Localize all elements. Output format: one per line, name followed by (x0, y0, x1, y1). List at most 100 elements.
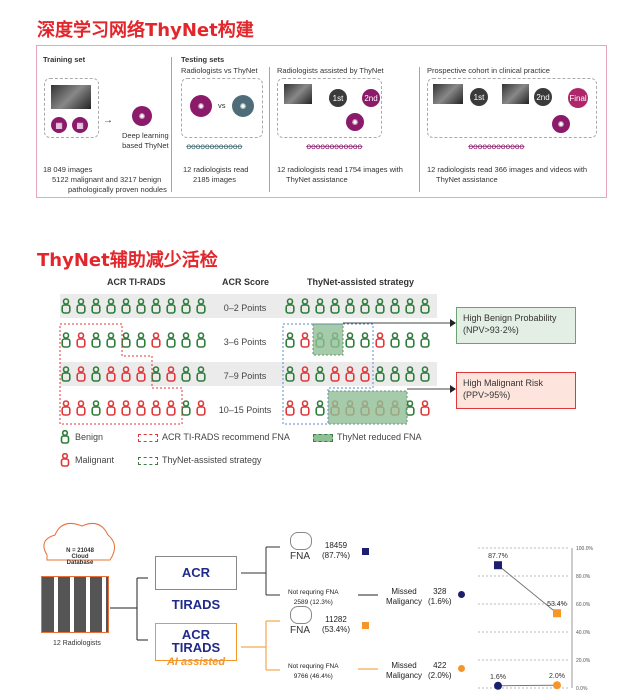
acr-not-req-n: 2589 (12.3%) (293, 599, 333, 606)
benign-person-icon (136, 332, 146, 353)
acr-fna-pct: (87.7%) (322, 551, 351, 560)
malignancy-label: Maligancy (386, 597, 423, 606)
benign-person-icon (285, 366, 295, 387)
ai-missed-marker (458, 665, 465, 672)
fna-rate-point (494, 561, 502, 570)
legend-reduced-swatch (313, 434, 333, 442)
ai-missed-n: 422 (433, 661, 447, 670)
y-tick-label: 60.0% (576, 602, 591, 608)
acr-not-req-label: Not requring FNA (288, 589, 339, 596)
acr-missed-marker (458, 591, 465, 598)
arrow-head (450, 385, 456, 393)
malignant-person-icon (76, 366, 86, 387)
thynet-strategy-region (282, 323, 374, 425)
malignant-person-icon (196, 400, 206, 421)
benign-person-icon (375, 366, 385, 387)
cloud-n: N = 21048 (66, 548, 94, 554)
benign-person-icon (375, 298, 385, 319)
benign-person-icon (360, 332, 370, 353)
benign-person-icon (420, 366, 430, 387)
training-stat-images: 18 049 images (43, 165, 93, 174)
malignant-person-icon (300, 400, 310, 421)
header-thynet-strategy: ThyNet-assisted strategy (307, 277, 415, 287)
ultrasound-stack-image (51, 85, 91, 109)
legend-thynet-strategy: ThyNet-assisted strategy (162, 455, 262, 465)
benign-person-icon (91, 400, 101, 421)
divider (419, 67, 420, 192)
thynet-construction-panel (36, 45, 607, 198)
panel3-title: Prospective cohort in clinical practice (427, 66, 550, 75)
benign-person-icon (196, 366, 206, 387)
panel1-title: Radiologists vs ThyNet (181, 66, 258, 75)
high-benign-box: High Benign Probability (NPV>93·2%) (456, 307, 576, 344)
benign-person-icon (166, 332, 176, 353)
benign-person-icon (405, 366, 415, 387)
acr-branch (241, 546, 280, 596)
acr-missed-pct: (1.6%) (428, 597, 452, 606)
second-read-badge: 2nd (534, 88, 552, 106)
comparison-box: ✺ vs ✺ (181, 78, 263, 138)
benign-person-icon (91, 366, 101, 387)
series-line (497, 564, 558, 614)
thynet-reduced-fna-area (312, 323, 344, 356)
malignancy-label: Maligancy (386, 671, 423, 680)
training-stat-pathology: pathologically proven nodules (68, 185, 167, 194)
legend-malignant: Malignant (75, 455, 115, 465)
arrow-icon: → (103, 115, 113, 126)
panel2-stat2: ThyNet assistance (286, 175, 348, 184)
outcome-benign-npv: (NPV>93·2%) (463, 325, 519, 335)
data-label: 87.7% (488, 553, 508, 560)
acr-fna-label: FNA (290, 551, 310, 562)
y-tick-label: 20.0% (576, 658, 591, 664)
outcome-benign-title: High Benign Probability (463, 313, 557, 323)
thynet-brain-icon: ✺ (190, 95, 212, 117)
malignant-person-icon (300, 332, 310, 353)
malignant-person-icon (76, 332, 86, 353)
benign-person-icon (405, 298, 415, 319)
brain-ai-icon: ✺ (132, 106, 152, 126)
legend-thynet-reduced: ThyNet reduced FNA (337, 432, 422, 442)
thynet-brain-icon: ✺ (346, 113, 364, 131)
score-label: 7–9 Points (223, 371, 267, 381)
radiologists-icons: ꝋꝋꝋꝋꝋꝋꝋꝋꝋꝋꝋꝋ (468, 142, 525, 151)
y-tick-label: 40.0% (576, 630, 591, 636)
ai-not-req-n: 9766 (46.4%) (293, 673, 333, 680)
training-images-box: ▦ ▦ (44, 78, 99, 138)
malignant-person-icon (420, 400, 430, 421)
model-label-line1: Deep learning (122, 131, 169, 140)
human-brain-icon: ✺ (232, 95, 254, 117)
legend-acr-swatch (138, 434, 158, 442)
benign-person-icon (405, 332, 415, 353)
thynet-reduced-fna-area (327, 390, 408, 425)
data-label: 2.0% (549, 673, 565, 680)
benign-person-icon (300, 298, 310, 319)
hospital-icon: ▦ (51, 117, 67, 133)
thynet-brain-icon: ✺ (552, 115, 570, 133)
benign-person-icon (136, 298, 146, 319)
score-label: 10–15 Points (218, 405, 272, 415)
benign-person-icon (151, 298, 161, 319)
benign-person-icon (420, 332, 430, 353)
ai-fna-n: 11282 (325, 615, 347, 624)
radiologists-icons: ꝋꝋꝋꝋꝋꝋꝋꝋꝋꝋꝋꝋ (186, 142, 243, 151)
benign-person-icon (196, 332, 206, 353)
section-title-thynet-construction: 深度学习网络ThyNet构建 (37, 20, 254, 41)
y-tick-label: 100.0% (576, 546, 594, 552)
malignant-person-icon (360, 366, 370, 387)
benign-person-icon (345, 332, 355, 353)
panel1-stat2: 2185 images (193, 175, 236, 184)
cloud-label: Cloud Database (66, 554, 94, 566)
missed-label: Missed (391, 661, 417, 670)
acr-not-required: Not requring FNA 2589 (12.3%) (288, 588, 339, 608)
benign-person-icon (360, 298, 370, 319)
panel1-stat1: 12 radiologists read (183, 165, 249, 174)
malignant-person-icon (151, 400, 161, 421)
malignant-person-icon (375, 332, 385, 353)
ai-fna-pct: (53.4%) (322, 625, 351, 634)
